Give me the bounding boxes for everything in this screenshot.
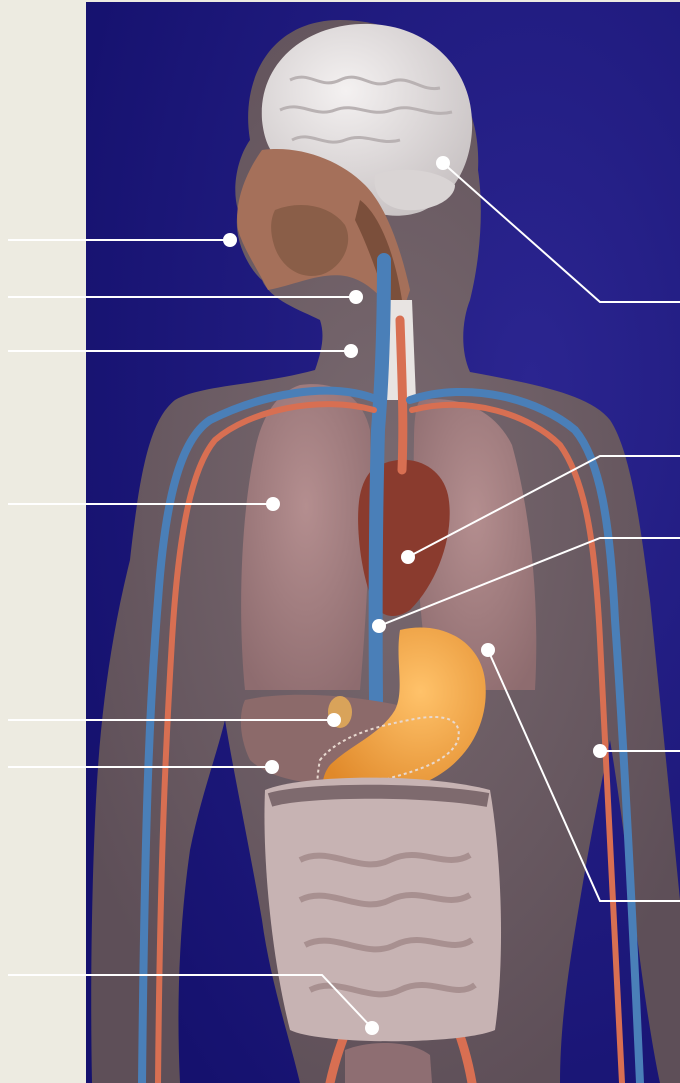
marker-gallbladder [327,713,341,727]
marker-stomach [481,643,495,657]
marker-brain [436,156,450,170]
marker-pharynx [349,290,363,304]
marker-heart [401,550,415,564]
marker-bladder [365,1021,379,1035]
bladder [345,1043,432,1083]
marker-mouth-nose [223,233,237,247]
marker-neck-vein [344,344,358,358]
marker-aorta [372,619,386,633]
marker-lung [266,497,280,511]
marker-liver [265,760,279,774]
marker-arm-artery [593,744,607,758]
intestines [264,778,501,1042]
